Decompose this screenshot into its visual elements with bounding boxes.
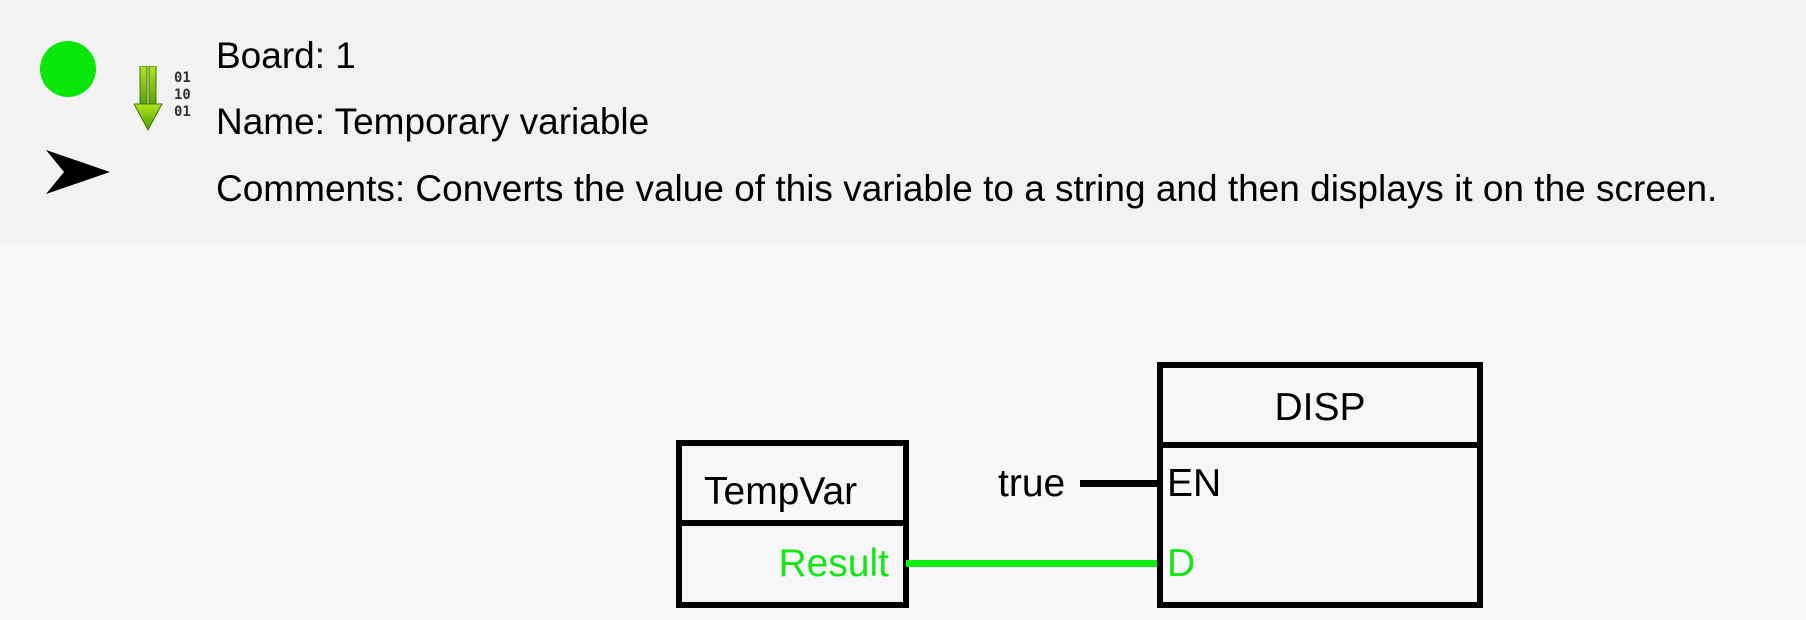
svg-text:01: 01 [174,104,191,120]
tempvar-block[interactable]: TempVar Result [676,440,909,608]
disp-title: DISP [1274,386,1366,429]
board-label: Board: 1 [216,35,356,76]
info-header: 01 10 01 Board: 1 Name: Temporary variab… [0,0,1806,243]
name-label: Name: Temporary variable [216,101,650,142]
pin-d-label: D [1167,542,1196,585]
disp-block[interactable]: DISP EN D [1157,362,1483,608]
en-input-value: true [998,462,1066,505]
status-dot-icon [40,41,96,97]
block-divider [1163,442,1477,448]
result-output-label: Result [778,542,889,585]
comments-label: Comments: Converts the value of this var… [216,168,1718,209]
en-wire [1080,480,1161,487]
pin-en-label: EN [1167,462,1222,505]
arrow-right-icon [46,150,110,194]
result-to-d-wire [906,560,1161,567]
block-divider [682,520,903,526]
tempvar-title: TempVar [704,470,858,513]
svg-text:01: 01 [174,70,191,86]
download-binary-icon: 01 10 01 [134,66,191,132]
svg-text:10: 10 [174,87,191,103]
